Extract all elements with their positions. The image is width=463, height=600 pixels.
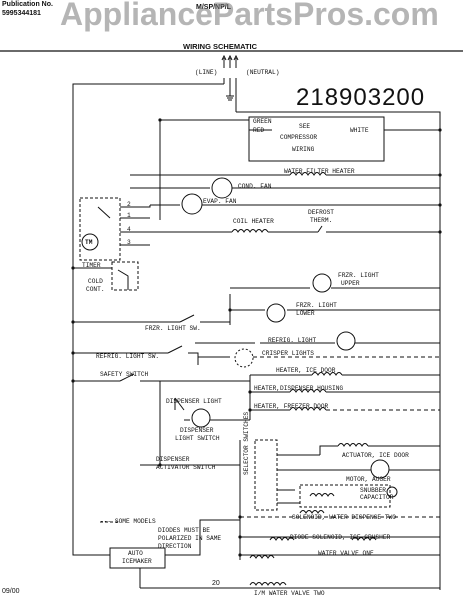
frzr-light-lower-label-1: FRZR. LIGHT [296, 302, 337, 309]
water-filter-heater-label: WATER FILTER HEATER [284, 168, 355, 175]
frzr-light-upper-label-1: FRZR. LIGHT [338, 272, 379, 279]
actuator-ice-door-label: ACTUATOR, ICE DOOR [342, 452, 409, 459]
timer-terminal-1: 1 [127, 212, 131, 219]
evap-fan-label: EVAP. FAN [203, 198, 237, 205]
dispenser-activator-label-2: ACTIVATOR SWITCH [156, 464, 216, 471]
timer-motor-label: TM [85, 239, 93, 246]
timer-terminal-3: 3 [127, 239, 131, 246]
watermark: AppliancePartsPros.com [60, 0, 439, 32]
heater-ice-door-label: HEATER, ICE DOOR [276, 367, 336, 374]
compressor-wiring-label: WIRING [292, 146, 315, 153]
coil-heater-label: COIL HEATER [233, 218, 274, 225]
publication-number: 5995344181 [2, 10, 41, 17]
timer-label: TIMER [82, 262, 101, 269]
water-valve-one-label: WATER VALVE ONE [318, 550, 374, 557]
footer-date: 09/00 [2, 588, 20, 595]
line-label: (LINE) [195, 69, 218, 76]
model-number: M/SP/NP/L [196, 4, 232, 11]
cond-fan-label: COND. FAN [238, 183, 272, 190]
page-title: WIRING SCHEMATIC [183, 42, 258, 51]
dispenser-light-label: DISPENSER LIGHT [166, 398, 222, 405]
frzr-light-switch-label: FRZR. LIGHT SW. [145, 325, 201, 332]
crisper-lights-label: CRISPER LIGHTS [262, 350, 314, 357]
auto-icemaker-label-2: ICEMAKER [122, 558, 152, 565]
cold-control-label-1: COLD [88, 278, 103, 285]
frzr-light-lower-label-2: LOWER [296, 310, 315, 317]
wire-white-label: WHITE [350, 127, 369, 134]
diodes-note-2: POLARIZED IN SAME [158, 535, 222, 542]
defrost-therm-label-2: THERM. [310, 217, 333, 224]
safety-switch-label: SAFETY SWITCH [100, 371, 149, 378]
dispenser-activator-label-1: DISPENSER [156, 456, 190, 463]
neutral-label: (NEUTRAL) [246, 69, 280, 76]
solenoid-water-dispense-label: SOLENOID, WATER DISPENSE TWO [292, 514, 396, 521]
snubber-label-1: SNUBBER [360, 487, 386, 494]
page-number: 20 [212, 580, 220, 587]
heater-dispenser-housing-label: HEATER,DISPENSER HOUSING [254, 385, 344, 392]
dispenser-light-switch-label-2: LIGHT SWITCH [175, 435, 220, 442]
some-models-note: --- SOME MODELS [100, 518, 156, 525]
snubber-label-2: CAPACITOR [360, 494, 394, 501]
publication-label: Publication No. [2, 1, 53, 8]
diodes-note-3: DIRECTION [158, 543, 192, 550]
compressor-label: COMPRESSOR [280, 134, 318, 141]
refrig-light-switch-label: REFRIG. LIGHT SW. [96, 353, 160, 360]
auto-icemaker-label-1: AUTO [128, 550, 143, 557]
cold-control-label-2: CONT. [86, 286, 105, 293]
frzr-light-upper-label-2: UPPER [341, 280, 360, 287]
compressor-see-label: SEE [299, 123, 311, 130]
im-water-valve-label: I/M WATER VALVE TWO [254, 590, 325, 597]
diode-solenoid-label: DIODE SOLENOID, ICE CRUSHER [290, 534, 391, 541]
refrig-light-label: REFRIG. LIGHT [268, 337, 317, 344]
wire-green-label: GREEN [253, 118, 272, 125]
timer-terminal-2: 2 [127, 201, 131, 208]
part-number: 218903200 [296, 84, 426, 111]
timer-terminal-4: 4 [127, 226, 131, 233]
motor-auger-label: MOTOR, AUGER [346, 476, 391, 483]
wire-red-label: RED [253, 127, 265, 134]
heater-freezer-door-label: HEATER, FREEZER DOOR [254, 403, 329, 410]
dispenser-light-switch-label-1: DISPENSER [180, 427, 214, 434]
selector-switches-label: SELECTOR SWITCHES [243, 411, 250, 475]
diodes-note-1: DIODES MUST BE [158, 527, 210, 534]
defrost-therm-label-1: DEFROST [308, 209, 334, 216]
